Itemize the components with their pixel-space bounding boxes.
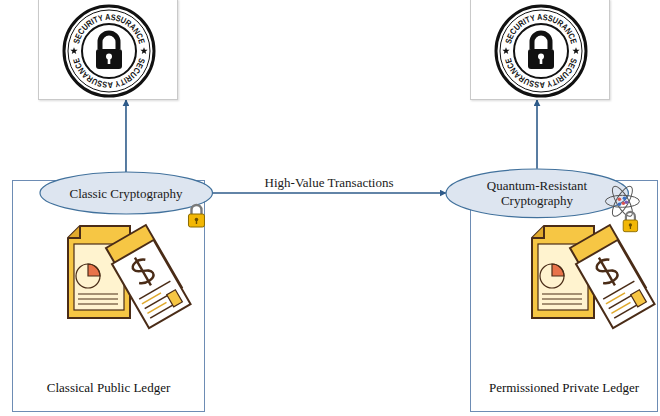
crypto-label: Quantum-Resistant Cryptography bbox=[477, 178, 597, 208]
stamp-ring-text: SECURITY ASSURANCE bbox=[71, 57, 147, 90]
stamp-graphic: SECURITY ASSURANCE SECURITY ASSURANCE bbox=[471, 0, 609, 99]
ledger-label: Permissioned Private Ledger bbox=[489, 380, 639, 395]
edge-label: High-Value Transactions bbox=[262, 175, 397, 190]
stamp-graphic: SECURITY ASSURANCE SECURITY ASSURANCE bbox=[39, 0, 177, 99]
svg-text:SECURITY ASSURANCE: SECURITY ASSURANCE bbox=[71, 12, 147, 45]
security-stamp-box: SECURITY ASSURANCE SECURITY ASSURANCE bbox=[38, 0, 178, 100]
arrow-connector bbox=[212, 192, 446, 194]
security-stamp-box: SECURITY ASSURANCE SECURITY ASSURANCE bbox=[470, 0, 610, 100]
ledger-label: Classical Public Ledger bbox=[47, 380, 170, 395]
padlock-icon bbox=[188, 205, 204, 227]
arrow-connector bbox=[125, 100, 127, 172]
arrow-connector bbox=[536, 100, 538, 169]
crypto-ellipse: Quantum-Resistant Cryptography bbox=[446, 169, 628, 218]
padlock-icon bbox=[623, 212, 637, 232]
ledger-label-row: Classical Public Ledger bbox=[13, 380, 204, 395]
crypto-ellipse: Classic Cryptography bbox=[40, 172, 212, 214]
crypto-label: Classic Cryptography bbox=[69, 186, 182, 201]
stamp-ring-text: SECURITY ASSURANCE bbox=[503, 12, 579, 45]
ledger-icon bbox=[68, 225, 191, 328]
stamp-ring-text: SECURITY ASSURANCE bbox=[71, 12, 147, 45]
svg-text:SECURITY ASSURANCE: SECURITY ASSURANCE bbox=[71, 57, 147, 90]
ledger-label-row: Permissioned Private Ledger bbox=[471, 380, 657, 395]
ledger-icon bbox=[532, 225, 655, 328]
svg-text:SECURITY ASSURANCE: SECURITY ASSURANCE bbox=[503, 12, 579, 45]
stamp-ring-text: SECURITY ASSURANCE bbox=[503, 57, 579, 90]
ledger-box: Classical Public Ledger Classic Cryptogra… bbox=[12, 180, 205, 412]
ledger-box: Permissioned Private Ledger Quantum-Resis… bbox=[470, 180, 658, 412]
svg-text:SECURITY ASSURANCE: SECURITY ASSURANCE bbox=[503, 57, 579, 90]
